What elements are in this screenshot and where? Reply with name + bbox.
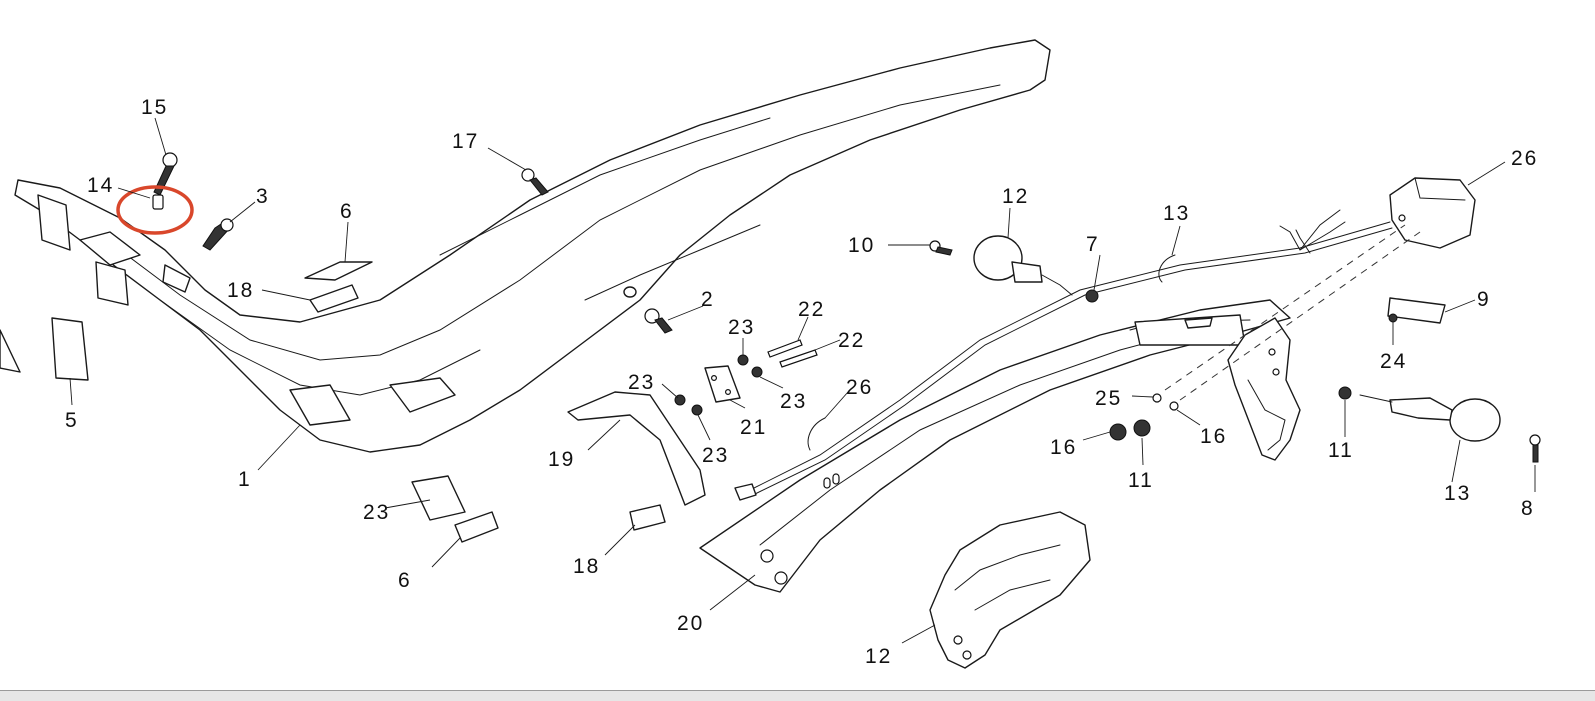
wiring-harness — [734, 209, 1393, 501]
callout-26: 26 — [846, 376, 873, 399]
callout-24: 9 — [1477, 288, 1491, 311]
callout-14: 14 — [87, 174, 114, 197]
assembly-line-1 — [1179, 231, 1421, 401]
part-7-turn-signal — [973, 235, 1073, 296]
callout-23: 23 — [728, 316, 755, 339]
highlight-circle-part-14 — [116, 185, 194, 235]
part-24-reflector — [1387, 297, 1446, 324]
decal-18-lower — [454, 511, 499, 543]
callout-12: 10 — [848, 234, 875, 257]
callout-7: 12 — [1002, 185, 1029, 208]
callout-12: 8 — [1521, 497, 1535, 520]
callout-19: 19 — [548, 448, 575, 471]
callout-labels: 15 14 3 17 6 18 5 1 2 23 22 22 23 23 26 … — [65, 96, 1538, 668]
callout-1: 1 — [238, 468, 252, 491]
cable-26-right — [1158, 254, 1176, 283]
callout-20: 18 — [573, 555, 600, 578]
callout-16: 25 — [1095, 387, 1122, 410]
callout-10: 20 — [677, 612, 704, 635]
hardware-nuts — [674, 289, 1398, 441]
callout-11: 16 — [1050, 436, 1077, 459]
assembly-line-2 — [1164, 224, 1406, 391]
callout-18: 18 — [227, 279, 254, 302]
callout-13: 7 — [1086, 233, 1100, 256]
callout-2: 2 — [701, 288, 715, 311]
callout-23: 23 — [702, 444, 729, 467]
callout-6: 23 — [363, 501, 390, 524]
hardware-screws — [152, 152, 1541, 463]
part-5-panel — [0, 194, 129, 381]
callout-23: 23 — [780, 390, 807, 413]
bottom-edge-bar — [0, 690, 1595, 701]
callout-5: 5 — [65, 409, 79, 432]
part-19-bracket — [567, 391, 706, 506]
callout-6: 6 — [340, 200, 354, 223]
callout-25: 24 — [1380, 350, 1407, 373]
leader-lines — [69, 117, 1536, 644]
callout-22: 22 — [838, 329, 865, 352]
callout-15: 15 — [141, 96, 168, 119]
callout-26: 13 — [1163, 202, 1190, 225]
part-1-side-panel — [14, 39, 1051, 453]
callout-17: 17 — [452, 130, 479, 153]
callout-11: 11 — [1128, 469, 1154, 492]
cable-26-left — [807, 417, 826, 451]
decal-6-upper — [304, 261, 373, 281]
decal-18-upper — [309, 284, 359, 313]
callout-10: 12 — [865, 645, 892, 668]
callout-18: 6 — [398, 569, 412, 592]
callout-8: 13 — [1444, 482, 1471, 505]
part-21-plate — [704, 365, 741, 403]
callout-16: 16 — [1200, 425, 1227, 448]
callout-22: 22 — [798, 298, 825, 321]
part-8-turn-signal — [1359, 394, 1501, 442]
part-10-rear-fender — [699, 299, 1291, 593]
callout-3: 3 — [256, 185, 270, 208]
decal-20 — [629, 504, 666, 531]
callout-9: 26 — [1511, 147, 1538, 170]
part-10-heat-shield — [929, 511, 1091, 669]
decal-6-lower — [411, 475, 466, 521]
callout-13: 11 — [1328, 439, 1354, 462]
callout-23: 23 — [628, 371, 655, 394]
part-9-tail-light — [1389, 177, 1476, 249]
callout-21: 21 — [740, 416, 767, 439]
